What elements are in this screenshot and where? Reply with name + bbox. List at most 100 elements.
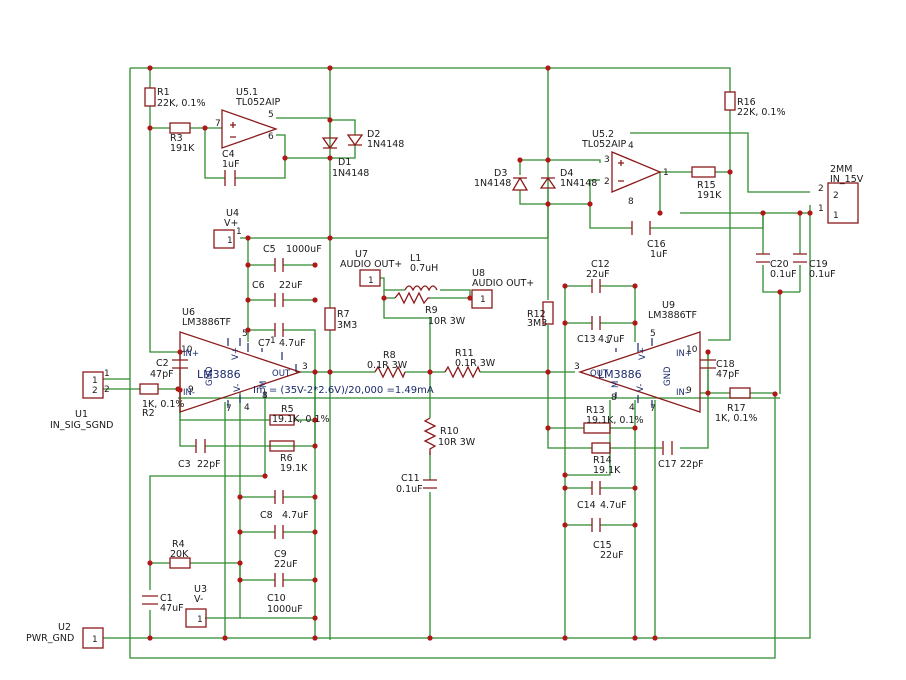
svg-text:2: 2 <box>104 385 110 395</box>
svg-text:AUDIO OUT+: AUDIO OUT+ <box>472 278 534 289</box>
svg-text:1N4148: 1N4148 <box>560 178 597 189</box>
connector-2mm <box>827 182 859 224</box>
svg-text:0.1uF: 0.1uF <box>770 269 797 280</box>
junction-dot <box>147 635 153 641</box>
svg-text:U3: U3 <box>194 584 207 595</box>
svg-text:V-: V- <box>233 384 243 392</box>
svg-text:M: M <box>259 381 269 388</box>
svg-text:0.1uF: 0.1uF <box>809 269 836 280</box>
svg-text:R5: R5 <box>281 404 294 415</box>
junctions <box>147 65 813 641</box>
capacitor-c16 <box>631 221 651 235</box>
svg-text:1: 1 <box>663 168 669 178</box>
junction-dot <box>545 201 551 207</box>
junction-dot <box>797 210 803 216</box>
svg-text:U5.2: U5.2 <box>592 129 614 140</box>
capacitor-c18 <box>700 359 716 369</box>
svg-text:22pF: 22pF <box>197 459 221 470</box>
svg-text:1: 1 <box>833 211 839 221</box>
connector-u3 <box>185 608 207 628</box>
svg-text:C3: C3 <box>178 459 191 470</box>
svg-text:D1: D1 <box>338 157 351 168</box>
junction-dot <box>312 297 318 303</box>
svg-text:10R 3W: 10R 3W <box>438 437 476 448</box>
junction-dot <box>652 635 658 641</box>
svg-text:R7: R7 <box>337 309 350 320</box>
junction-dot <box>562 485 568 491</box>
junction-dot <box>427 369 433 375</box>
svg-text:5: 5 <box>650 329 656 339</box>
svg-text:47pF: 47pF <box>150 369 174 380</box>
junction-dot <box>327 369 333 375</box>
resistor-r3 <box>169 122 191 134</box>
resistor-r11 <box>444 365 481 379</box>
svg-text:3: 3 <box>302 362 308 372</box>
junction-dot <box>312 494 318 500</box>
junction-dot <box>705 390 711 396</box>
svg-text:1: 1 <box>92 635 98 645</box>
svg-text:C5: C5 <box>263 244 276 255</box>
svg-text:9: 9 <box>686 386 692 396</box>
svg-text:D3: D3 <box>494 168 507 179</box>
svg-text:C7: C7 <box>258 338 271 349</box>
svg-text:IN+: IN+ <box>183 349 199 359</box>
svg-text:1: 1 <box>480 295 486 305</box>
diode-d1 <box>321 137 339 150</box>
svg-text:0.1R 3W: 0.1R 3W <box>455 358 496 369</box>
svg-text:C9: C9 <box>274 549 287 560</box>
junction-dot <box>657 210 663 216</box>
svg-text:GND: GND <box>205 366 215 386</box>
junction-dot <box>517 157 523 163</box>
chip-name-u6: LM3886 <box>197 368 241 381</box>
junction-dot <box>245 262 251 268</box>
svg-text:C8: C8 <box>260 510 273 521</box>
resistor-r17 <box>729 387 751 399</box>
junction-dot <box>312 443 318 449</box>
resistor-r4 <box>169 557 191 569</box>
svg-text:191K: 191K <box>697 190 722 201</box>
junction-dot <box>327 235 333 241</box>
svg-text:191K: 191K <box>170 143 195 154</box>
svg-text:1000uF: 1000uF <box>267 604 303 615</box>
svg-text:0.1uF: 0.1uF <box>396 484 423 495</box>
svg-text:4: 4 <box>628 141 634 151</box>
svg-text:20K: 20K <box>170 549 189 560</box>
capacitor-c6 <box>274 293 284 307</box>
svg-text:V-: V- <box>194 594 203 605</box>
junction-dot <box>312 262 318 268</box>
svg-text:IN_15V: IN_15V <box>830 174 864 185</box>
resistor-r15 <box>691 166 716 178</box>
capacitor-c5 <box>274 258 284 272</box>
svg-text:PWR_GND: PWR_GND <box>26 633 74 644</box>
svg-text:OUT: OUT <box>590 369 609 379</box>
junction-dot <box>632 425 638 431</box>
svg-text:1uF: 1uF <box>650 249 668 260</box>
svg-text:V+: V+ <box>231 347 241 360</box>
svg-text:IN+: IN+ <box>676 349 692 359</box>
svg-text:AUDIO OUT+: AUDIO OUT+ <box>340 259 402 270</box>
resistor-r8 <box>374 365 406 379</box>
svg-text:C13: C13 <box>577 334 596 345</box>
svg-text:1K, 0.1%: 1K, 0.1% <box>715 413 757 424</box>
junction-dot <box>587 201 593 207</box>
svg-text:C16: C16 <box>647 239 666 250</box>
svg-text:1: 1 <box>605 336 611 346</box>
junction-dot <box>545 425 551 431</box>
svg-text:1000uF: 1000uF <box>286 244 322 255</box>
svg-text:1: 1 <box>227 236 233 246</box>
label-u51: U5.1 <box>236 87 258 98</box>
svg-text:22uF: 22uF <box>274 559 298 570</box>
svg-text:4.7uF: 4.7uF <box>600 500 627 511</box>
svg-text:R3: R3 <box>170 133 183 144</box>
svg-text:LM3886TF: LM3886TF <box>182 317 231 328</box>
junction-dot <box>202 125 208 131</box>
svg-text:4.7uF: 4.7uF <box>598 334 625 345</box>
junction-dot <box>312 369 318 375</box>
svg-text:D4: D4 <box>560 168 573 179</box>
svg-text:R6: R6 <box>280 453 293 464</box>
chip-pins <box>227 338 653 408</box>
svg-text:3M3: 3M3 <box>527 318 547 329</box>
svg-text:V+: V+ <box>638 347 648 360</box>
svg-text:R8: R8 <box>383 350 396 361</box>
